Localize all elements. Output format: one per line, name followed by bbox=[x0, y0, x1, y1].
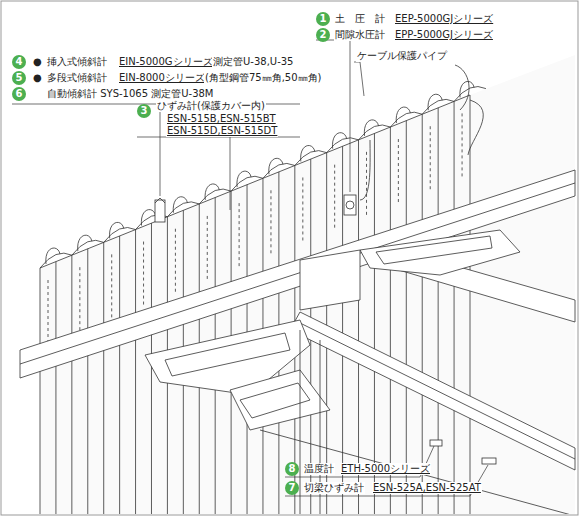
callout-digit: 8 bbox=[289, 463, 296, 474]
sheet-pile-line bbox=[454, 101, 455, 514]
callout-digit: 6 bbox=[16, 88, 23, 99]
cable-pipe bbox=[205, 184, 219, 200]
strain-gauge-line bbox=[366, 152, 367, 215]
sheet-pile-line bbox=[358, 140, 359, 514]
cable-pipe bbox=[173, 197, 187, 213]
sheet-pile-line bbox=[390, 127, 391, 514]
cable-pipe bbox=[141, 210, 155, 226]
model-number: EIN-8000シリーズ bbox=[118, 72, 206, 84]
strain-gauge-line bbox=[175, 229, 176, 292]
part-label: 測定管U-38,U-35 bbox=[212, 56, 294, 68]
callout-number: 1 bbox=[316, 12, 330, 26]
callout-digit: 2 bbox=[320, 29, 327, 40]
strain-gauge-line bbox=[79, 267, 80, 330]
callout-number: 4 bbox=[12, 55, 26, 69]
cable-pipe bbox=[460, 81, 474, 97]
cable-pipe bbox=[78, 235, 92, 251]
sheet-pile-line bbox=[71, 255, 72, 514]
callout-number: 5 bbox=[12, 71, 26, 85]
strain-gauge-line bbox=[239, 203, 240, 266]
part-label: 自動傾斜計 SYS-1065 測定管U-38M bbox=[46, 88, 215, 100]
model-number: ETH-5000シリーズ bbox=[340, 463, 431, 475]
strain-gauge-line bbox=[270, 190, 271, 253]
cable-pipe bbox=[269, 158, 283, 174]
sheet-pile-line bbox=[374, 133, 375, 514]
callout-number: 3 bbox=[137, 104, 151, 118]
sheet-pile-line bbox=[40, 268, 41, 514]
part-label: ひずみ計(保護カバー内) bbox=[156, 100, 266, 112]
model-number: ESN-515D,ESN-515DT bbox=[166, 125, 278, 137]
strain-gauge-line bbox=[207, 216, 208, 279]
cable-pipe bbox=[332, 133, 346, 149]
strain-gauge-line bbox=[302, 177, 303, 240]
callout-number: 2 bbox=[316, 28, 330, 42]
sheet-pile-line bbox=[103, 242, 104, 514]
strain-gauge-line bbox=[462, 113, 463, 176]
model-number: EPP-5000GJシリーズ bbox=[394, 29, 494, 41]
model-number: EIN-5000Gシリーズ bbox=[118, 56, 214, 68]
sheet-pile-line bbox=[87, 249, 88, 514]
part-label: 多段式傾斜計 bbox=[46, 72, 108, 84]
part-label: 間隙水圧計 bbox=[334, 29, 386, 41]
sheet-pile-line bbox=[119, 236, 120, 514]
strain-gauge-line bbox=[398, 139, 399, 202]
cable-pipe bbox=[46, 248, 60, 264]
part-label: (角型鋼管75㎜角,50㎜角) bbox=[204, 72, 322, 84]
callout-digit: 7 bbox=[289, 482, 296, 493]
callout-digit: 5 bbox=[16, 72, 23, 83]
callout-number: 7 bbox=[285, 481, 299, 495]
sheet-pile-line bbox=[342, 146, 343, 514]
sheet-pile-line bbox=[422, 114, 423, 514]
part-label: 温度計 bbox=[303, 463, 335, 475]
sheet-pile-line bbox=[135, 230, 136, 514]
sheet-pile-line bbox=[470, 95, 471, 514]
sheet-pile-line bbox=[151, 223, 152, 514]
cable-pipe bbox=[364, 120, 378, 136]
cable-pipe bbox=[428, 94, 442, 110]
model-number: EEP-5000GJシリーズ bbox=[394, 13, 494, 25]
sheet-pile-line bbox=[55, 262, 56, 514]
part-label: ケーブル保護パイプ bbox=[356, 50, 448, 62]
cable-pipe bbox=[396, 107, 410, 123]
part-label: 切梁ひずみ計 bbox=[303, 482, 365, 494]
callout-digit: 3 bbox=[141, 105, 148, 116]
model-number: ESN-515B,ESN-515BT bbox=[166, 113, 277, 125]
part-label: 土 圧 計 bbox=[334, 13, 386, 25]
strain-gauge-line bbox=[111, 254, 112, 317]
strain-gauge-line bbox=[334, 165, 335, 228]
part-label: ● bbox=[32, 72, 43, 84]
strain-gauge-line bbox=[48, 280, 49, 343]
part-label: ● bbox=[32, 56, 43, 68]
callout-digit: 4 bbox=[16, 56, 23, 67]
cable-pipe bbox=[237, 171, 251, 187]
strain-gauge-line bbox=[430, 126, 431, 189]
cable-pipe bbox=[110, 222, 124, 238]
cable-pipe bbox=[301, 145, 315, 161]
part-label: 挿入式傾斜計 bbox=[46, 56, 108, 68]
sheet-pile-line bbox=[406, 121, 407, 514]
strain-gauge-line bbox=[143, 242, 144, 305]
callout-digit: 1 bbox=[320, 13, 327, 24]
model-number: ESN-525A,ESN-525AT bbox=[372, 482, 482, 494]
callout-number: 8 bbox=[285, 462, 299, 476]
sheet-pile-line bbox=[438, 108, 439, 514]
callout-number: 6 bbox=[12, 87, 26, 101]
